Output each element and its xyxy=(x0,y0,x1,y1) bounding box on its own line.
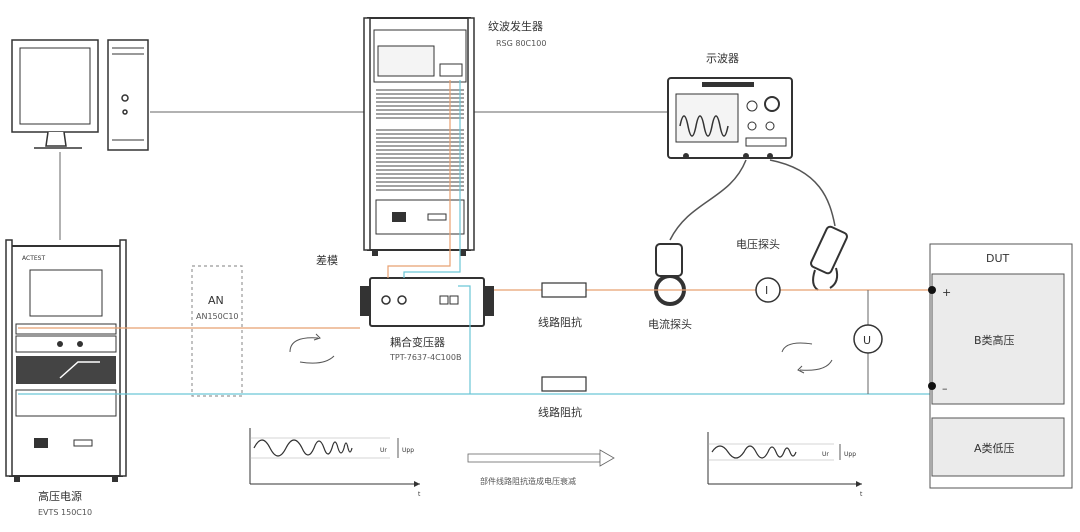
probe-cables xyxy=(669,159,836,241)
waveform-left-t: t xyxy=(418,491,421,498)
current-probe-clamp xyxy=(654,243,686,306)
coupling-transformer xyxy=(360,277,494,327)
control-lines xyxy=(59,111,668,240)
hv-power-rack xyxy=(5,239,127,482)
ripple-generator-label: 纹波发生器 xyxy=(488,19,543,33)
voltage-probe-label: 电压探头 xyxy=(736,238,780,251)
an-box xyxy=(191,265,243,397)
class-a-lv-label: A类低压 xyxy=(974,441,1015,455)
current-probe-label: 电流探头 xyxy=(648,317,692,331)
hv-power-brand: ACTEST xyxy=(22,255,45,262)
current-meter xyxy=(755,277,781,303)
monitor xyxy=(11,39,99,149)
ripple-generator-rack xyxy=(363,17,475,256)
waveform-left xyxy=(249,428,420,487)
dut-label: DUT xyxy=(986,252,1010,265)
hv-power-model: EVTS 150C10 xyxy=(38,508,92,517)
current-meter-symbol: I xyxy=(765,284,768,297)
waveform-left-upp: Upp xyxy=(402,447,414,454)
waveform-right-upp: Upp xyxy=(844,451,856,458)
coupling-transformer-label: 耦合变压器 xyxy=(390,335,445,349)
negative-wire xyxy=(18,80,930,395)
an-model: AN150C10 xyxy=(196,312,239,321)
attenuation-note: 部件线路阻抗造成电压衰减 xyxy=(480,476,576,486)
loop-arrow-right xyxy=(781,342,833,374)
dut-plus: + xyxy=(942,286,951,299)
loop-arrow-left xyxy=(289,333,335,364)
oscilloscope-label: 示波器 xyxy=(706,52,739,65)
voltage-meter-symbol: U xyxy=(863,334,871,347)
class-b-hv-label: B类高压 xyxy=(974,333,1015,347)
waveform-right-ur: Ur xyxy=(822,451,829,458)
hv-power-label: 高压电源 xyxy=(38,489,82,503)
oscilloscope xyxy=(667,77,793,159)
voltage-meter xyxy=(853,324,883,354)
dut-enclosure xyxy=(928,243,1073,489)
waveform-left-ur: Ur xyxy=(380,447,387,454)
dut-minus: – xyxy=(942,382,948,395)
line-impedance-top-label: 线路阻抗 xyxy=(538,315,582,329)
waveform-right xyxy=(707,432,862,487)
attenuation-arrow xyxy=(467,449,615,467)
line-impedance-bottom xyxy=(541,376,587,392)
line-impedance-bottom-label: 线路阻抗 xyxy=(538,405,582,419)
an-label: AN xyxy=(208,294,224,307)
computer xyxy=(11,39,149,151)
line-impedance-top xyxy=(541,282,587,298)
diff-mode-label: 差模 xyxy=(316,253,338,267)
coupling-transformer-model: TPT-7637-4C100B xyxy=(389,353,461,362)
pc-tower xyxy=(107,39,149,151)
waveform-right-t: t xyxy=(860,491,863,498)
ripple-generator-model: RSG 80C100 xyxy=(496,39,546,48)
voltage-probe xyxy=(810,225,848,291)
